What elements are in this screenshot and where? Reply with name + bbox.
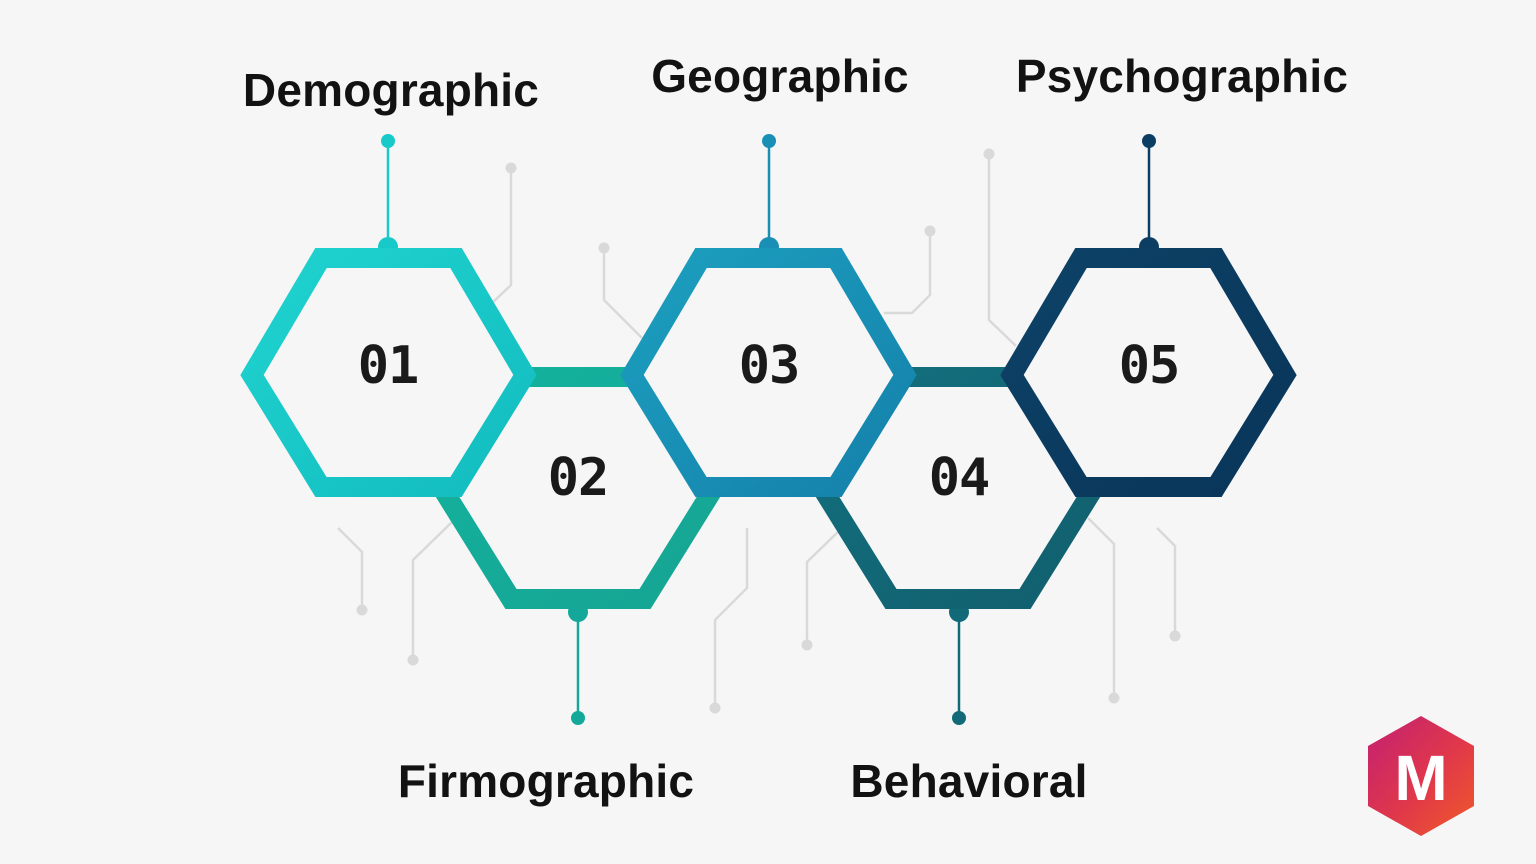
hexagon-logo-icon: M: [1368, 716, 1474, 836]
logo-letter: M: [1394, 742, 1447, 814]
segment-label-firmographic: Firmographic: [398, 755, 694, 807]
hexagon-01: [240, 248, 537, 497]
segment-label-geographic: Geographic: [651, 50, 909, 102]
segment-number-02: 02: [548, 448, 609, 508]
hexagon-03: [620, 248, 917, 497]
segment-number-04: 04: [929, 448, 990, 508]
hexagon-05: [1000, 248, 1297, 497]
circuit-nodes: [356, 148, 1181, 714]
segment-number-05: 05: [1119, 336, 1180, 396]
segment-label-psychographic: Psychographic: [1016, 50, 1348, 102]
segment-label-demographic: Demographic: [243, 64, 539, 116]
circuit-traces: [337, 154, 1177, 708]
segment-number-01: 01: [358, 336, 419, 396]
segment-label-behavioral: Behavioral: [850, 755, 1087, 807]
segment-number-03: 03: [739, 336, 800, 396]
